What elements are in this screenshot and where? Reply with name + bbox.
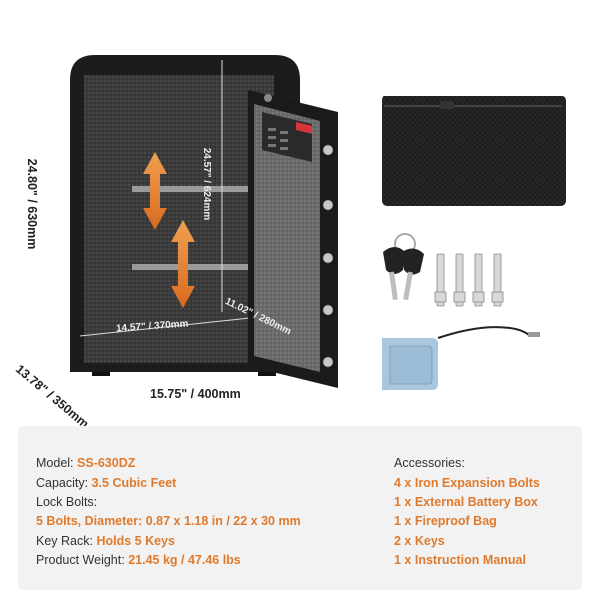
adjust-arrow-icon	[143, 152, 195, 308]
safe-interior	[84, 75, 274, 363]
spec-lock-bolts-value: 5 Bolts, Diameter: 0.87 x 1.18 in / 22 x…	[36, 514, 301, 528]
safe-door	[248, 90, 338, 388]
spec-label: Key Rack:	[36, 534, 93, 548]
spec-label: Model:	[36, 456, 74, 470]
accessory-item: 1 x External Battery Box	[394, 495, 538, 509]
accessory-item: 1 x Instruction Manual	[394, 553, 526, 567]
expansion-bolts-icon	[434, 253, 504, 307]
accessory-item: 4 x Iron Expansion Bolts	[394, 476, 540, 490]
shelf-2	[132, 264, 252, 270]
spec-weight: Product Weight: 21.45 kg / 47.46 lbs	[36, 553, 241, 567]
spec-lock-bolts-label: Lock Bolts:	[36, 495, 97, 509]
keys-icon	[383, 233, 424, 301]
spec-value: SS-630DZ	[77, 456, 136, 470]
product-illustration	[70, 55, 566, 390]
accessory-item: 2 x Keys	[394, 534, 445, 548]
specifications-panel: Model: SS-630DZ Capacity: 3.5 Cubic Feet…	[18, 426, 582, 590]
battery-box-icon	[382, 326, 540, 390]
spec-capacity: Capacity: 3.5 Cubic Feet	[36, 476, 176, 490]
spec-label: Product Weight:	[36, 553, 125, 567]
accessory-item: 1 x Fireproof Bag	[394, 514, 497, 528]
accessories-title: Accessories:	[394, 456, 465, 470]
spec-label: Lock Bolts:	[36, 495, 98, 509]
spec-model: Model: SS-630DZ	[36, 456, 135, 470]
lock-bolt-icon	[322, 144, 334, 368]
spec-value: Holds 5 Keys	[96, 534, 175, 548]
spec-key-rack: Key Rack: Holds 5 Keys	[36, 534, 175, 548]
inner-height-dimension-label: 24.57" / 624mm	[201, 147, 212, 221]
spec-value: 3.5 Cubic Feet	[91, 476, 177, 490]
spec-value: 5 Bolts, Diameter: 0.87 x 1.18 in / 22 x…	[36, 514, 301, 528]
safe-body	[70, 55, 307, 376]
width-dimension-label: 15.75" / 400mm	[150, 387, 241, 401]
spec-value: 21.45 kg / 47.46 lbs	[128, 553, 241, 567]
height-dimension-label: 24.80" / 630mm	[25, 158, 39, 250]
spec-label: Capacity:	[36, 476, 89, 490]
shelf-1	[132, 186, 252, 192]
fireproof-bag-icon	[382, 96, 566, 206]
